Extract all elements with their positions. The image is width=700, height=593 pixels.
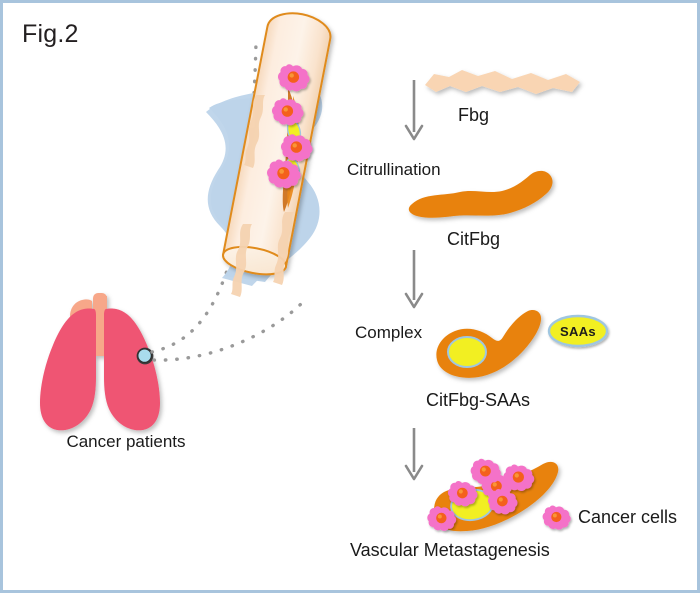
tumor-site-marker bbox=[136, 347, 154, 365]
citfbg-orange-shape bbox=[408, 170, 553, 218]
citfbg-label: CitFbg bbox=[447, 229, 500, 249]
lungs-illustration bbox=[40, 293, 160, 431]
downward-flow-arrow bbox=[404, 250, 424, 309]
fbg-ribbon-shape bbox=[425, 70, 580, 94]
citfbg-saas-label: CitFbg-SAAs bbox=[426, 390, 530, 410]
saas-badge: SAAs bbox=[547, 314, 609, 348]
downward-flow-arrow bbox=[404, 428, 424, 481]
legend-cancer-cells: Cancer cells bbox=[542, 505, 677, 530]
citrullination-label: Citrullination bbox=[347, 160, 441, 179]
fbg-label: Fbg bbox=[458, 105, 489, 125]
complex-label: Complex bbox=[355, 323, 423, 342]
downward-flow-arrow bbox=[404, 80, 424, 141]
legend-cancer-cells-label: Cancer cells bbox=[578, 507, 677, 527]
vascular-metastagenesis-label: Vascular Metastagenesis bbox=[350, 540, 550, 560]
figure-label: Fig.2 bbox=[22, 20, 79, 48]
citfbg-saas-complex-shape bbox=[436, 310, 542, 378]
cancer-cell-icon bbox=[542, 505, 571, 530]
saas-badge-label: SAAs bbox=[560, 324, 596, 339]
cancer-patients-caption: Cancer patients bbox=[66, 432, 186, 451]
dotted-magnification-connector bbox=[150, 40, 307, 362]
